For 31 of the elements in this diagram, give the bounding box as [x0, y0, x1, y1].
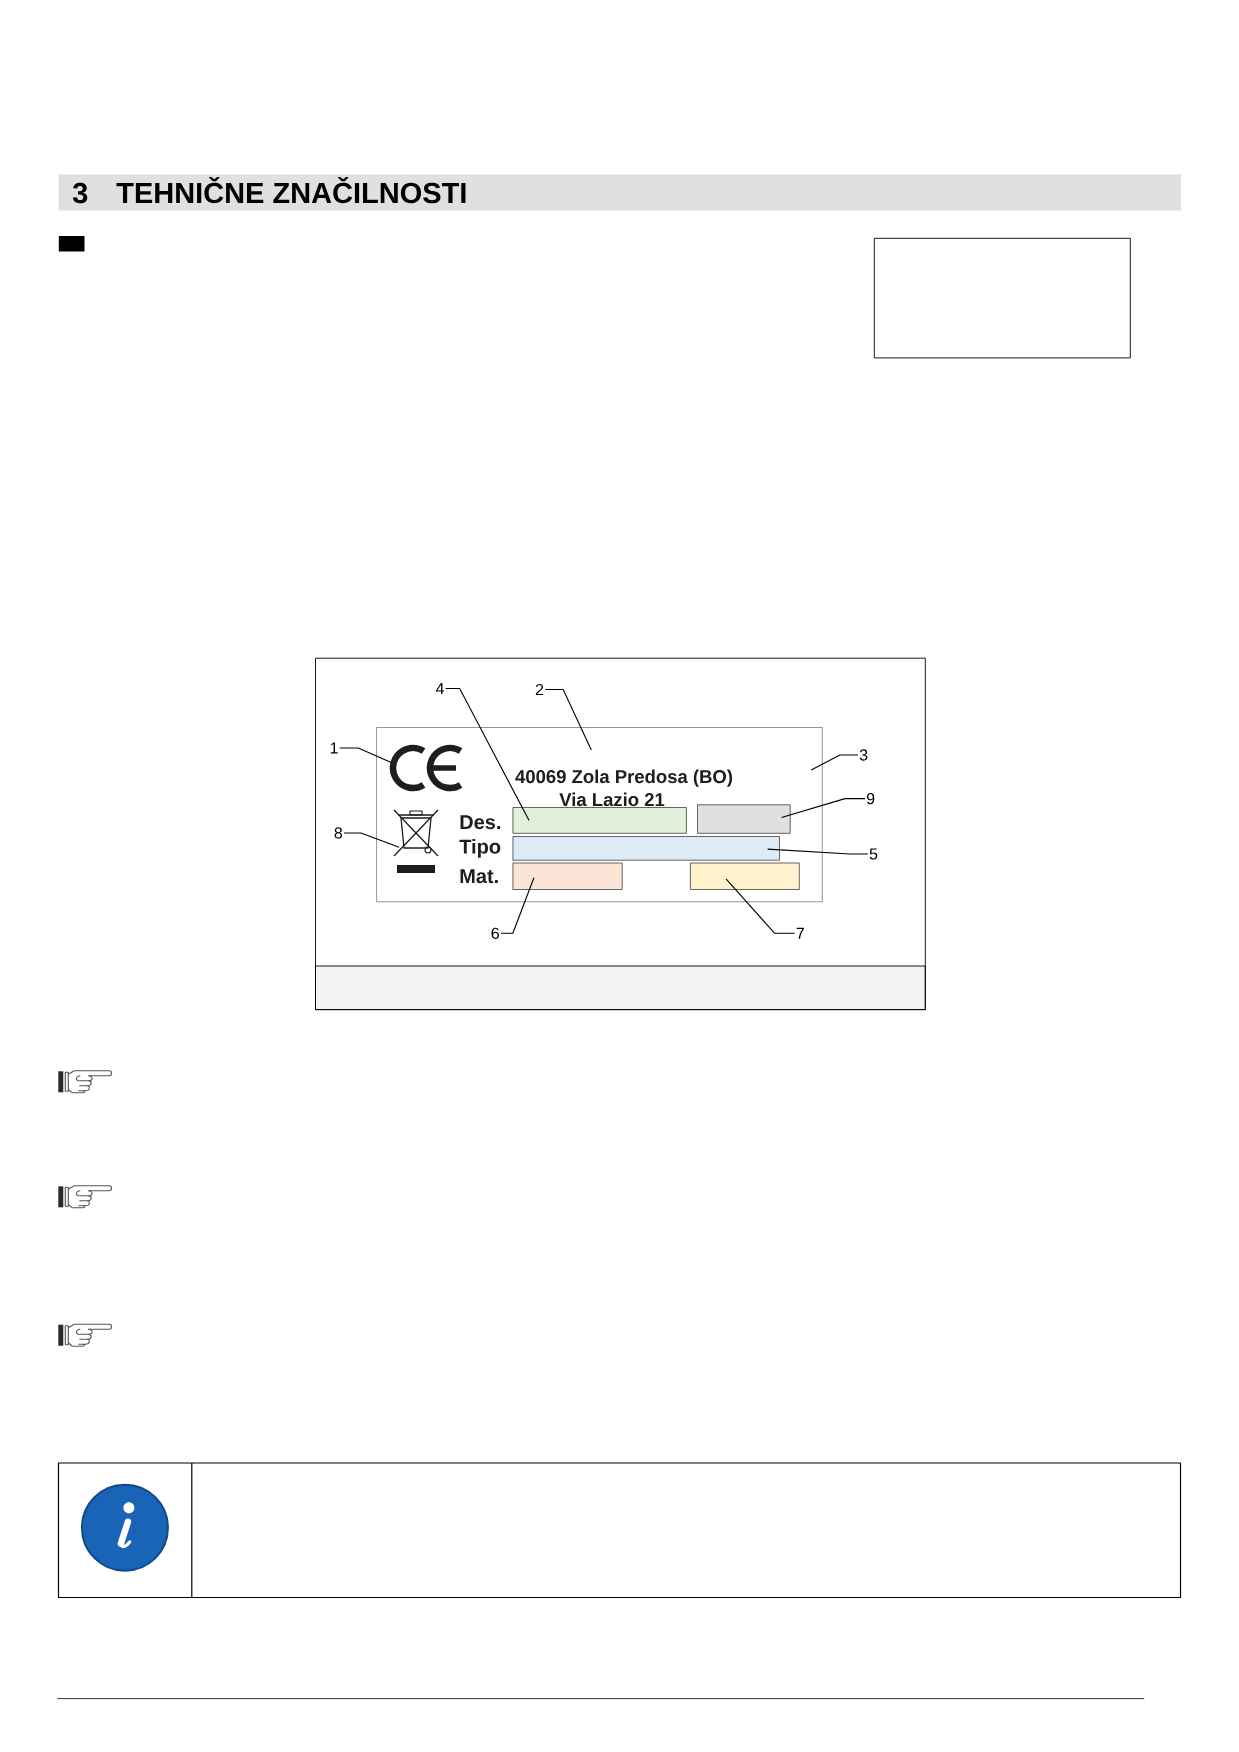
leader-line	[544, 688, 592, 751]
callout-number: 7	[796, 927, 804, 939]
ce-mark	[389, 744, 463, 792]
data-field	[512, 862, 623, 890]
field-label: Mat.	[460, 869, 498, 884]
section-number: 3	[72, 182, 88, 204]
field-label: Des.	[460, 815, 501, 830]
callout-number: 9	[866, 792, 875, 805]
leader-line	[725, 878, 796, 934]
callout-number: 6	[491, 927, 499, 939]
leader-line	[343, 832, 400, 848]
leader-line	[339, 747, 393, 764]
callout-number: 1	[330, 742, 338, 754]
address-line: Via Lazio 21	[559, 792, 665, 807]
callout-number: 3	[859, 749, 868, 761]
data-field	[690, 862, 800, 890]
data-field	[512, 807, 687, 834]
callout-number: 4	[435, 683, 444, 694]
callout-number: 8	[334, 827, 343, 839]
data-field	[697, 804, 791, 834]
leader-line	[780, 798, 866, 818]
leader-line	[810, 754, 859, 771]
address-line: 40069 Zola Predosa (BO)	[515, 769, 733, 787]
crossed-bin-symbol	[393, 809, 439, 873]
callout-number: 2	[535, 683, 544, 696]
data-field	[512, 836, 780, 861]
callout-number: 5	[869, 848, 878, 860]
section-title: TEHNIČNE ZNAČILNOSTI	[116, 177, 466, 204]
field-label: Tipo	[459, 839, 501, 858]
leader-line	[500, 877, 535, 934]
leader-line	[767, 848, 869, 855]
